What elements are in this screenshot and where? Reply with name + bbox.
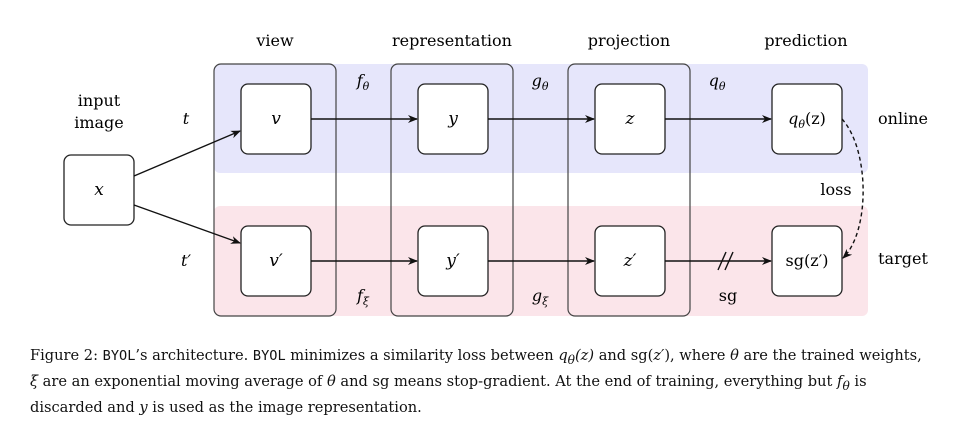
row-label-online: online [878,109,928,128]
f-theta-base: f [356,71,366,90]
caption-text-4: ), where [664,347,731,364]
f-xi-sub: ξ [363,295,370,308]
loss-dashed-arrow [841,118,864,259]
stop-gradient-mark-2 [724,251,734,271]
caption-byol-1: BYOL [102,348,136,364]
caption-f-sub: θ [842,378,850,393]
edge-label-q-theta: qθ [709,71,726,93]
edge-label-g-theta: gθ [532,71,549,93]
stop-gradient-mark-1 [717,251,727,271]
caption-q-arg: (z) [574,347,595,364]
node-sg-z-prime-label: sg(z′) [786,251,829,270]
caption-text-6: are an exponential moving average of [38,372,327,390]
node-v-prime-label: v′ [269,251,283,271]
caption-text-8: is discarded and [30,372,867,416]
caption-text-5: are the trained weights, [738,347,922,364]
edge-label-sg: sg [719,286,737,305]
row-label-target: target [878,249,928,268]
caption-theta-2: θ [326,372,336,390]
caption-y: y [139,398,148,416]
node-y-label: y [447,109,458,129]
edge-label-f-xi: fξ [356,286,370,308]
caption-prefix: Figure 2: [30,347,103,364]
q-theta-base: q [709,71,719,90]
figure-caption: Figure 2: BYOL’s architecture. BYOL mini… [30,345,930,418]
input-label-line2: image [74,113,124,132]
node-sg-z-prime-box [771,225,843,297]
edge-label-f-theta: fθ [356,71,370,93]
caption-theta-1: θ [730,347,739,364]
node-v-label: v [271,109,281,129]
g-theta-base: g [532,71,542,90]
byol-architecture-diagram: view representation projection predictio… [63,31,928,317]
caption-text-3: and sg( [594,347,654,364]
caption-xi: ξ [30,372,39,390]
representation-group-box [390,63,514,317]
projection-group-box [567,63,691,317]
caption-f: f [837,372,843,390]
arrow-x-to-v [133,130,241,177]
f-xi-base: f [356,286,366,305]
node-y-prime-label: y′ [445,251,460,271]
g-xi-base: g [532,286,542,305]
column-label-projection: projection [588,31,670,50]
caption-q: q [558,347,568,364]
node-q-theta-z-label: qθ(z) [788,109,826,131]
node-z-prime-label: z′ [623,251,637,271]
column-label-view: view [255,31,294,50]
g-xi-sub: ξ [542,295,549,308]
view-group-box [213,63,337,317]
f-theta-sub: θ [363,80,370,93]
caption-q-sub: θ [567,352,575,367]
caption-text-7: and sg means stop-gradient. At the end o… [335,372,838,390]
caption-text-1: ’s architecture. [135,347,253,364]
node-q-base: q [788,109,798,128]
edge-label-t-prime: t′ [181,251,191,270]
node-x-label: x [94,180,104,200]
column-label-prediction: prediction [764,31,847,50]
caption-byol-2: BYOL [252,348,286,364]
column-label-representation: representation [392,31,512,50]
node-q-sub: θ [798,118,805,131]
q-theta-sub: θ [719,80,726,93]
caption-z-prime: z′ [653,347,665,364]
edge-label-loss: loss [820,180,851,199]
node-x-box [63,154,135,226]
node-q-arg: (z) [805,109,826,128]
edge-label-t: t [183,109,190,128]
arrow-x-to-v-prime [133,204,241,244]
input-label-line1: input [78,91,121,110]
caption-text-9: is used as the image representation. [147,398,422,416]
caption-text-2: minimizes a similarity loss between [285,347,559,364]
node-z-label: z [625,109,636,129]
edge-label-g-xi: gξ [532,286,549,308]
g-theta-sub: θ [542,80,549,93]
